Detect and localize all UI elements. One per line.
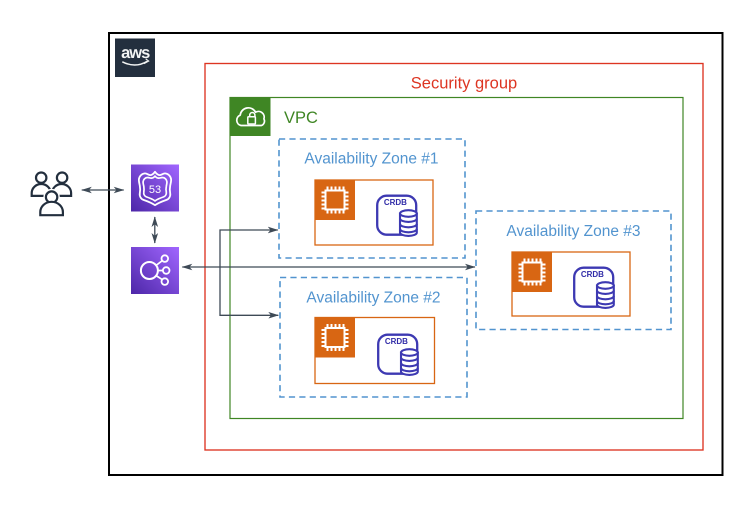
svg-text:Availability Zone #1: Availability Zone #1 (304, 151, 438, 168)
svg-text:aws: aws (121, 44, 150, 62)
svg-text:Security group: Security group (411, 75, 517, 93)
svg-text:VPC: VPC (284, 109, 318, 127)
svg-text:Availability Zone #3: Availability Zone #3 (506, 223, 640, 240)
svg-text:Availability Zone #2: Availability Zone #2 (306, 290, 440, 307)
svg-text:53: 53 (149, 184, 161, 196)
